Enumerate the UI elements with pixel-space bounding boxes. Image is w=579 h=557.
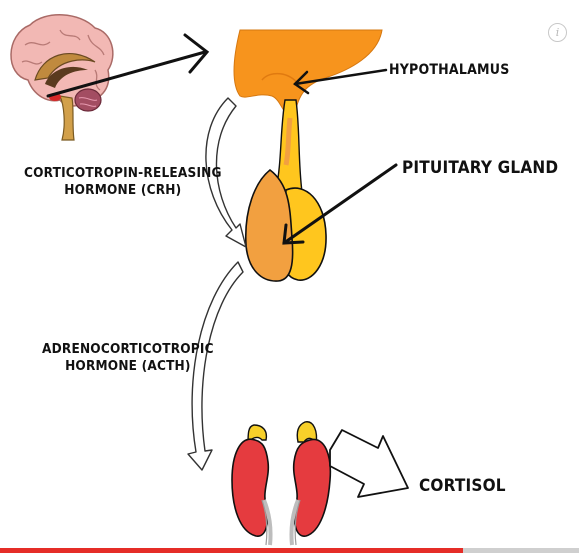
info-icon[interactable]: i bbox=[548, 23, 567, 42]
hypothalamus-label: HYPOTHALAMUS bbox=[389, 62, 509, 80]
crh-label: CORTICOTROPIN-RELEASING HORMONE (CRH) bbox=[24, 165, 222, 199]
acth-label: ADRENOCORTICOTROPIC HORMONE (ACTH) bbox=[42, 341, 214, 375]
pituitary-gland-label: PITUITARY GLAND bbox=[402, 158, 558, 179]
brain-icon bbox=[11, 15, 113, 140]
right-kidney-icon bbox=[291, 422, 330, 545]
cortisol-label: CORTISOL bbox=[419, 476, 506, 497]
video-progress-bar[interactable] bbox=[0, 548, 579, 553]
video-progress-fill bbox=[0, 548, 463, 553]
left-kidney-icon bbox=[232, 425, 271, 545]
acth-label-line2: HORMONE (ACTH) bbox=[42, 358, 214, 375]
cortisol-output-arrow bbox=[330, 430, 408, 497]
crh-label-line2: HORMONE (CRH) bbox=[24, 182, 222, 199]
acth-label-line1: ADRENOCORTICOTROPIC bbox=[42, 341, 214, 358]
crh-label-line1: CORTICOTROPIN-RELEASING bbox=[24, 165, 222, 182]
